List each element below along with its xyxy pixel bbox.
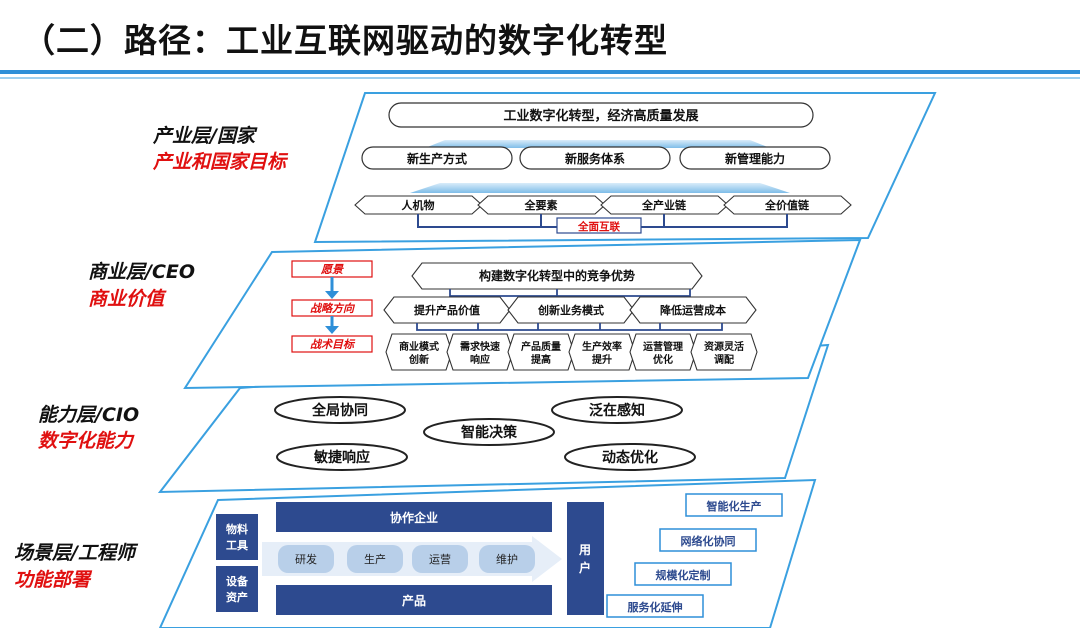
industry-top-goal [388,102,814,128]
business-bottom-6-text-b: 调配 [714,353,734,366]
business-top-goal-text: 构建数字化转型中的竞争优势 [479,268,635,283]
business-mid-3 [629,296,757,324]
business-mid-2-text: 创新业务模式 [537,303,604,317]
layer-3-goal: 数字化能力 [38,430,134,452]
business-bottom-1-text-a: 商业模式 [399,340,439,353]
business-top-lines [449,289,691,297]
scenario-flow-3-text: 运营 [429,552,451,566]
capability-item-4 [276,443,408,471]
business-step-arrow-1-head [325,291,339,299]
business-bottom-2-text-b: 响应 [470,353,490,366]
scenario-tag-2-text: 网络化协同 [681,534,736,548]
industry-connect-box [556,217,642,234]
business-bottom-6-text-a: 资源灵活 [704,340,744,353]
scenario-top-bar [276,502,552,532]
industry-mid-1 [361,146,513,170]
business-mid-1-text: 提升产品价值 [414,303,480,317]
industry-bottom-1-text: 人机物 [402,198,435,212]
scenario-flow-2-text: 生产 [364,552,386,566]
business-bottom-2-text-a: 需求快速 [460,340,500,353]
scenario-flow-4 [479,545,535,573]
industry-wedge-top [425,140,770,148]
scenario-tag-1 [685,493,783,517]
layer-1-goal: 产业和国家目标 [153,151,287,173]
layer-4-name: 场景层/工程师 [14,542,135,564]
business-bottom-1-text-b: 创新 [408,353,429,366]
industry-bottom-4 [723,195,852,215]
business-bottom-4-text-b: 提升 [592,353,612,366]
slide-title: （二）路径：工业互联网驱动的数字化转型 [22,21,668,60]
scenario-user-text-a: 用 [578,543,591,557]
industry-bottom-3-text: 全产业链 [641,198,687,212]
scenario-user-box [567,502,604,615]
capability-item-2 [551,396,683,424]
industry-connect-text: 全面互联 [577,220,620,233]
business-bottom-items: 商业模式 创新 需求快速 响应 产品质量 提高 生产效率 提升 运营管理 优化 … [385,333,758,371]
industry-mid-2-text: 新服务体系 [565,151,625,166]
capability-item-3-text: 智能决策 [460,424,518,441]
layer-1-name: 产业层/国家 [153,125,255,147]
layer-4-goal: 功能部署 [14,569,91,591]
scenario-flow-2 [347,545,403,573]
scenario-left-1-text-a: 物料 [226,522,248,536]
industry-mid-3-text: 新管理能力 [725,151,785,166]
industry-bottom-2-text: 全要素 [524,198,558,212]
business-mid-3-text: 降低运营成本 [660,303,726,317]
capability-item-2-text: 泛在感知 [589,402,645,419]
title-rule [0,70,1080,74]
business-bottom-5-text-b: 优化 [653,353,673,366]
scenario-tag-4 [606,594,704,618]
scenario-user-text-b: 户 [579,560,591,575]
industry-wedge-bottom [410,183,790,193]
business-step-arrow-2-head [325,326,339,334]
scenario-top-bar-text: 协作企业 [390,510,438,525]
industry-top-goal-text: 工业数字化转型，经济高质量发展 [503,108,699,124]
scenario-tag-3-text: 规模化定制 [656,568,711,582]
scenario-flow-4-text: 维护 [496,552,518,566]
industry-mid-1-text: 新生产方式 [407,151,467,166]
business-mid-lines [416,323,723,331]
layer-3-name: 能力层/CIO [38,404,140,426]
scenario-tag-1-text: 智能化生产 [707,499,762,513]
capability-item-5 [564,443,696,471]
scenario-left-1-text-b: 工具 [226,539,248,552]
scenario-left-2-text-b: 资产 [226,590,248,604]
scenario-tag-2 [659,528,757,552]
industry-bottom-4-text: 全价值链 [764,198,810,212]
business-step-3-text: 战术目标 [310,338,356,351]
business-step-1-text: 愿景 [320,263,344,276]
business-bottom-5-text-a: 运营管理 [643,340,683,353]
scenario-tag-3 [634,562,732,586]
scenario-bottom-bar-text: 产品 [402,593,426,608]
layer-2-goal: 商业价值 [88,288,165,310]
business-bottom-4-text-a: 生产效率 [582,340,622,353]
capability-item-5-text: 动态优化 [602,449,658,466]
scenario-flow-3 [412,545,468,573]
business-bottom-3-text-b: 提高 [531,353,551,366]
scenario-tag-4-text: 服务化延伸 [628,600,683,614]
business-bottom-3-text-a: 产品质量 [521,340,561,353]
scenario-bottom-bar [276,585,552,615]
scenario-flow-1 [278,545,334,573]
scenario-left-2-text-a: 设备 [226,574,249,588]
scenario-flow-1-text: 研发 [295,552,317,566]
business-step-2-text: 战略方向 [310,302,356,315]
industry-mid-2 [519,146,671,170]
capability-item-4-text: 敏捷响应 [313,449,370,466]
capability-item-1 [274,396,406,424]
business-step-3 [291,335,373,353]
capability-item-1-text: 全局协同 [311,402,368,419]
business-bottom-6 [690,333,758,371]
layer-2-name: 商业层/CEO [88,261,196,283]
capability-item-3 [423,418,555,446]
industry-mid-3 [679,146,831,170]
scenario-left-2 [216,566,258,612]
title-rule-thin [0,77,1080,79]
scenario-left-1 [216,514,258,560]
business-top-goal [411,262,703,290]
